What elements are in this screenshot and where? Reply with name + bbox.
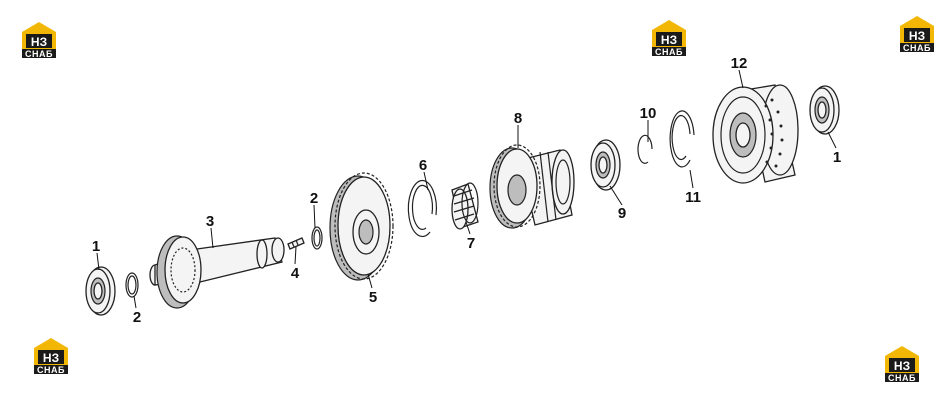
logo-mark-text: НЗ bbox=[909, 29, 925, 43]
callout-1-right: 1 bbox=[833, 149, 841, 166]
part-11-snap-ring bbox=[669, 110, 695, 168]
leader-lines bbox=[96, 69, 837, 309]
callout-10: 10 bbox=[640, 105, 657, 122]
logo-mark-text: НЗ bbox=[894, 359, 910, 373]
part-5-large-gear bbox=[329, 172, 394, 281]
logo-bottom-right: НЗ СНАБ bbox=[885, 346, 919, 383]
logo-brand-text: СНАБ bbox=[903, 43, 931, 53]
part-7-needle-bearing bbox=[451, 182, 479, 230]
callout-numbers: 1 2 3 4 2 5 6 7 8 9 10 11 12 1 bbox=[92, 55, 841, 326]
logo-mark-text: НЗ bbox=[31, 35, 47, 49]
logo-top-center: НЗ СНАБ bbox=[652, 20, 686, 57]
callout-7: 7 bbox=[467, 235, 475, 252]
logo-mark-text: НЗ bbox=[43, 351, 59, 365]
callout-1-left: 1 bbox=[92, 238, 100, 255]
logo-bottom-left: НЗ СНАБ bbox=[34, 338, 68, 375]
logo-mark-text: НЗ bbox=[661, 33, 677, 47]
callout-12: 12 bbox=[731, 55, 748, 72]
part-2-ring-right bbox=[311, 226, 323, 250]
callout-5: 5 bbox=[369, 289, 377, 306]
part-10-small-ring bbox=[637, 134, 653, 164]
callout-9: 9 bbox=[618, 205, 626, 222]
part-1-bearing-right bbox=[809, 85, 840, 135]
logo-brand-text: СНАБ bbox=[25, 49, 53, 59]
part-12-clutch-drum bbox=[712, 84, 799, 184]
callout-3: 3 bbox=[206, 213, 214, 230]
callout-6: 6 bbox=[419, 157, 427, 174]
callout-2-left: 2 bbox=[133, 309, 141, 326]
part-6-snap-ring bbox=[407, 179, 437, 238]
part-1-bearing-left bbox=[85, 266, 116, 316]
part-9-bearing bbox=[590, 139, 621, 191]
part-3-gear-shaft bbox=[149, 235, 285, 309]
logo-brand-text: СНАБ bbox=[37, 365, 65, 375]
part-8-spline-gear bbox=[489, 144, 575, 229]
part-2-ring-left bbox=[125, 272, 139, 298]
logo-brand-text: СНАБ bbox=[888, 373, 916, 383]
part-4-pin bbox=[287, 237, 305, 250]
logo-brand-text: СНАБ bbox=[655, 47, 683, 57]
logo-top-right: НЗ СНАБ bbox=[900, 16, 934, 53]
callout-2-right: 2 bbox=[310, 190, 318, 207]
callout-11: 11 bbox=[685, 189, 701, 206]
callout-4: 4 bbox=[291, 265, 300, 282]
logo-top-left: НЗ СНАБ bbox=[22, 22, 56, 59]
callout-8: 8 bbox=[514, 110, 522, 127]
